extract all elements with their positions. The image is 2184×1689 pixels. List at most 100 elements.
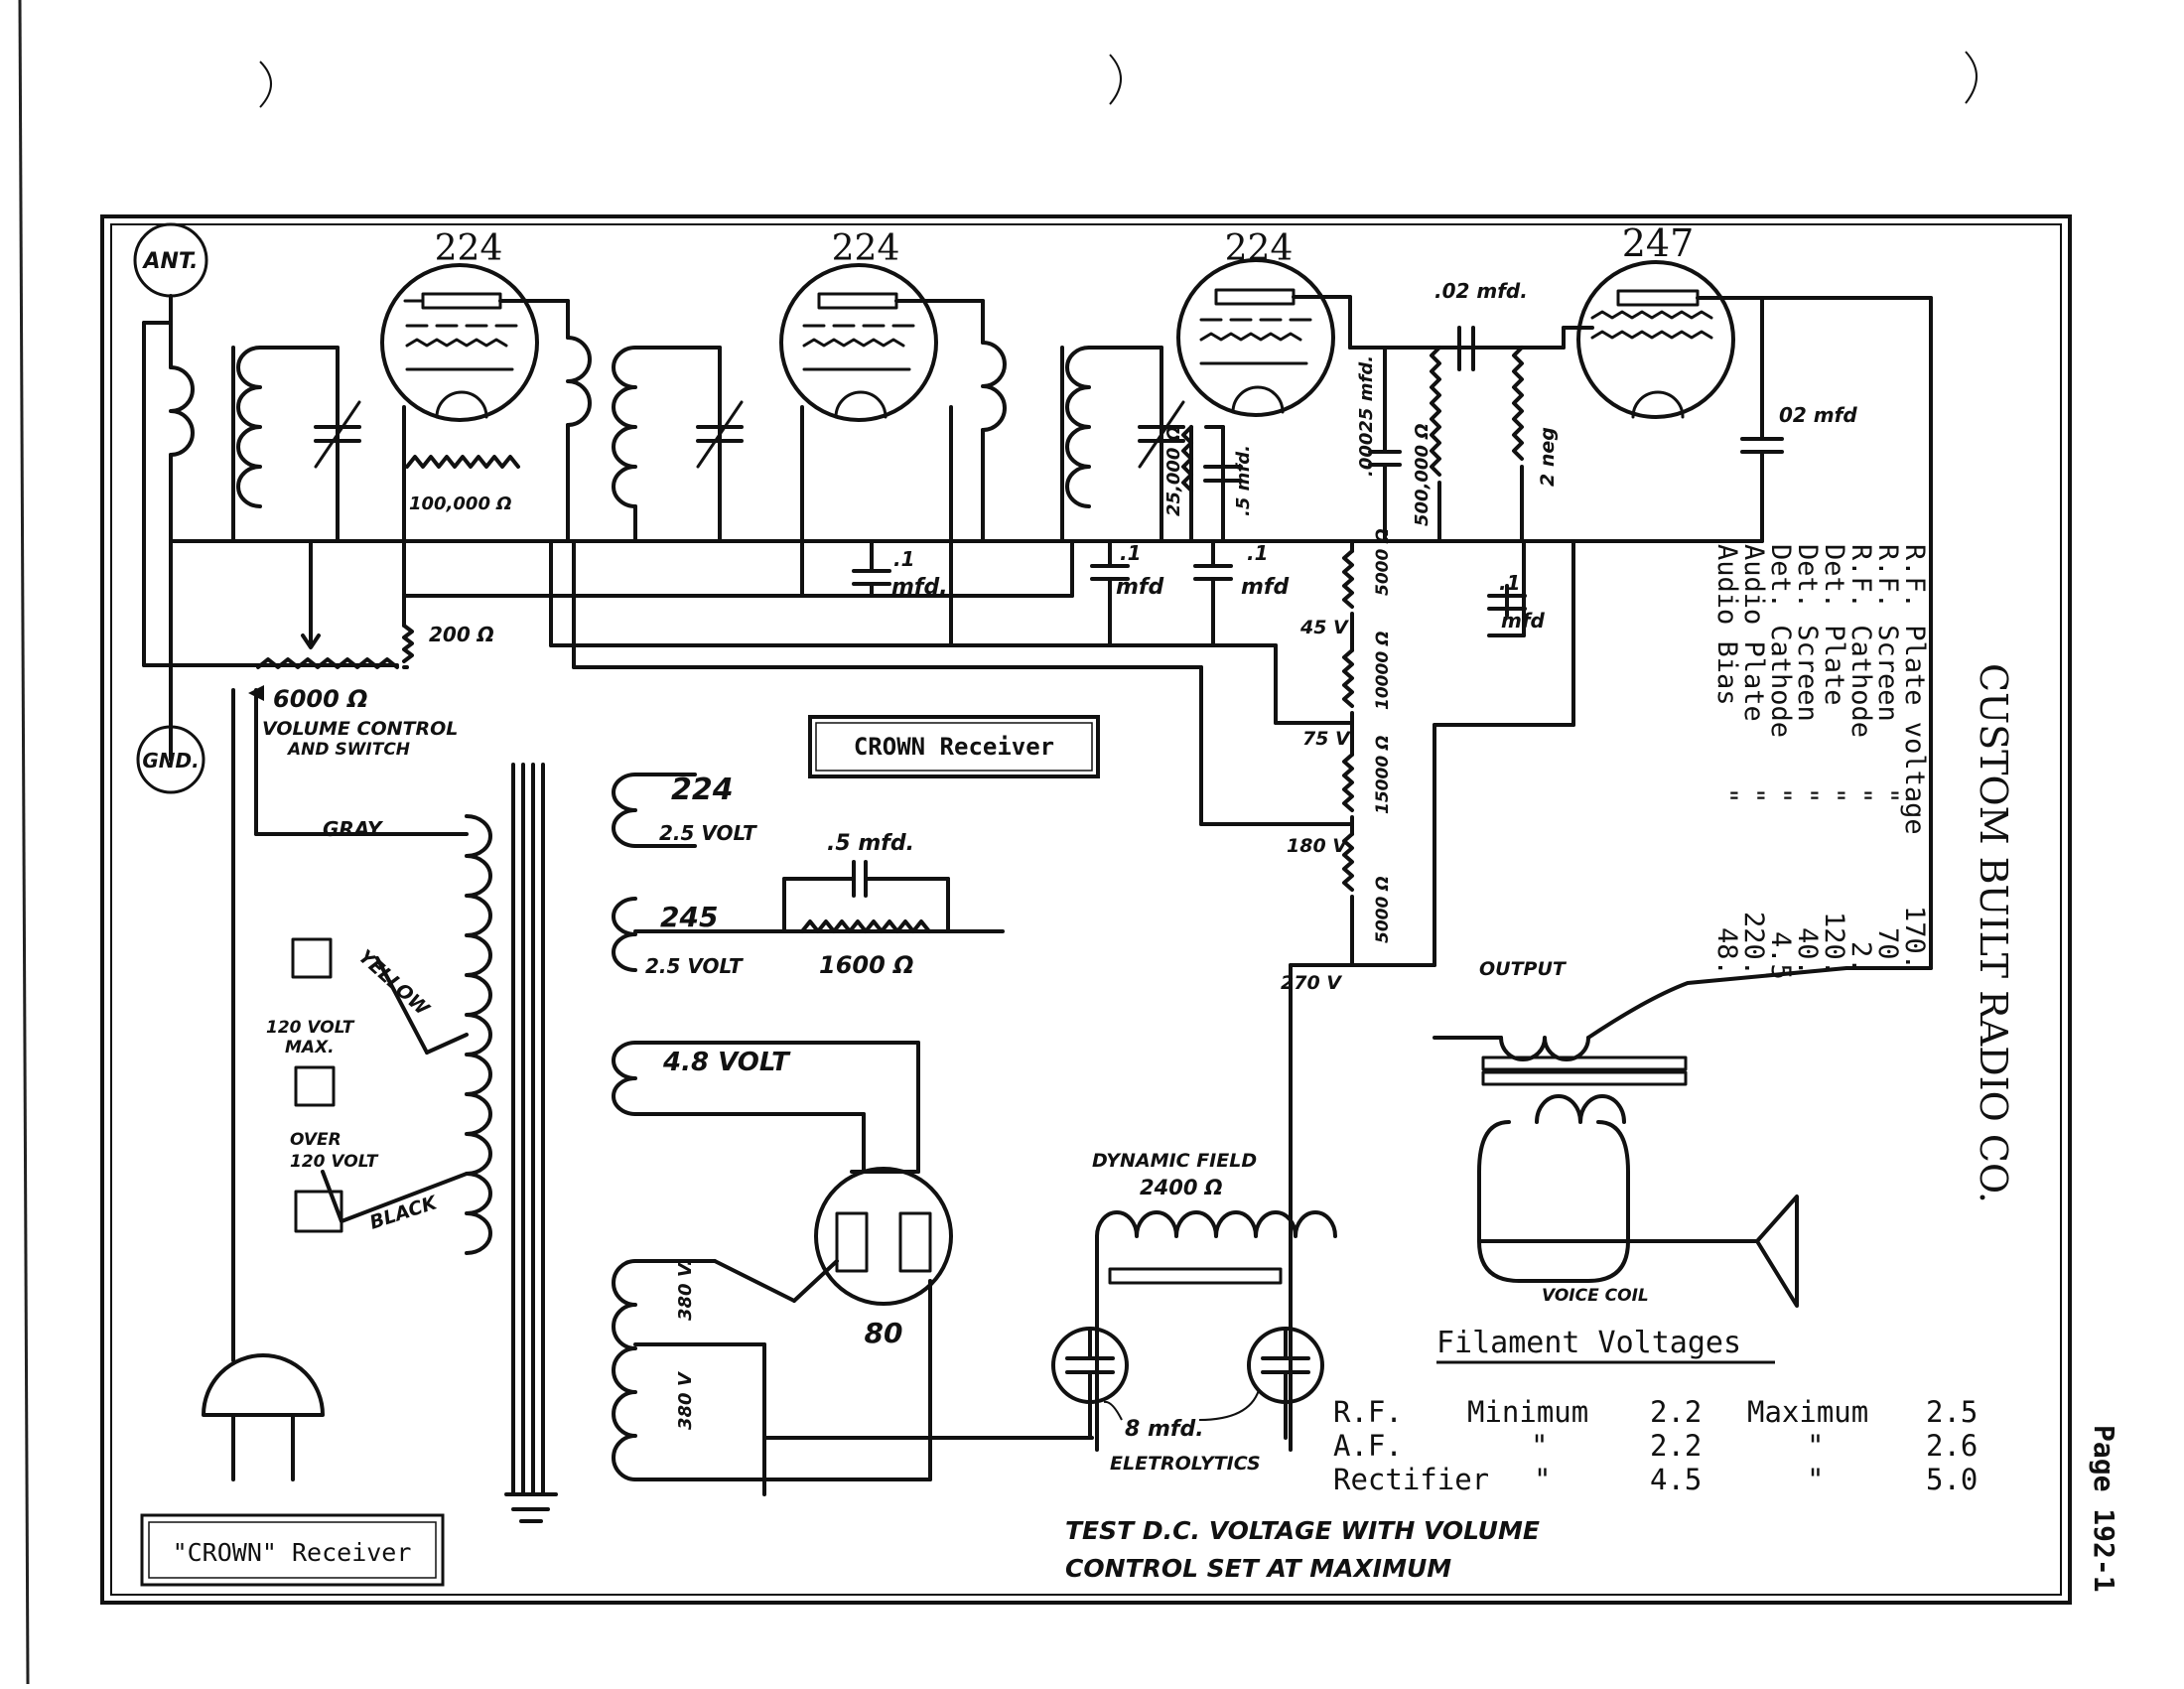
filament-row: Rectifier " 4.5 " 5.0 <box>1333 1463 1978 1496</box>
antenna-coil <box>169 365 195 457</box>
bypass-capacitor-3 <box>1193 539 1233 647</box>
svg-text:224: 224 <box>832 228 900 269</box>
svg-text:": " <box>1872 787 1903 803</box>
svg-text:Audio Bias: Audio Bias <box>1711 544 1742 706</box>
svg-text:120.: 120. <box>1819 912 1849 976</box>
rf-coil-2-primary <box>981 341 1007 432</box>
rf-coil-2 <box>612 346 722 543</box>
power-transformer-core <box>504 763 558 1523</box>
svg-text:6000 Ω: 6000 Ω <box>273 685 368 713</box>
diagram-frame <box>100 214 2072 1605</box>
svg-text:A.F.: A.F. <box>1333 1429 1403 1463</box>
wire-yellow-label: YELLOW <box>354 945 434 1021</box>
svg-text:AND SWITCH: AND SWITCH <box>286 740 410 760</box>
tube-247: 247 <box>1576 221 1735 419</box>
svg-text:.00025 mfd.: .00025 mfd. <box>1356 355 1377 477</box>
svg-text:Det. Screen: Det. Screen <box>1792 544 1823 722</box>
svg-text:Minimum: Minimum <box>1467 1395 1588 1429</box>
rf-coil-3 <box>1060 346 1163 543</box>
bypass-capacitor-1 <box>852 539 891 598</box>
svg-text:2400 Ω: 2400 Ω <box>1140 1176 1223 1199</box>
svg-text:224: 224 <box>1225 228 1294 269</box>
tube-224-3: 224 <box>1176 228 1335 417</box>
svg-text:Rectifier: Rectifier <box>1333 1463 1489 1496</box>
svg-text:mfd: mfd <box>1241 575 1289 600</box>
voltage-divider <box>1289 539 1436 967</box>
bypass-capacitor-2 <box>1090 539 1130 647</box>
svg-text:500,000 Ω: 500,000 Ω <box>1412 423 1433 526</box>
rf-coil-1 <box>231 346 340 543</box>
voltage-row: Audio Bias " 48. <box>1711 544 1742 976</box>
svg-text:224: 224 <box>435 228 503 269</box>
svg-text:.5 mfd.: .5 mfd. <box>1233 445 1254 516</box>
page-edge-line <box>18 0 30 1685</box>
bypass-capacitor-4 <box>1487 584 1527 637</box>
svg-text:R.F.: R.F. <box>1333 1395 1403 1429</box>
tube-224-1: 224 <box>380 228 539 422</box>
resistor-500000 <box>1430 346 1441 477</box>
svg-text:mfd: mfd <box>1501 609 1546 633</box>
svg-text:OUTPUT: OUTPUT <box>1479 958 1568 980</box>
voltage-row: R.F. Plate voltage 170. <box>1899 544 1930 970</box>
bottom-receiver-label: "CROWN" Receiver <box>140 1513 445 1587</box>
svg-text:"CROWN" Receiver: "CROWN" Receiver <box>173 1538 412 1567</box>
svg-text:Det. Plate: Det. Plate <box>1819 544 1849 706</box>
svg-text:5000 Ω: 5000 Ω <box>1373 876 1393 943</box>
svg-text:120 VOLT: 120 VOLT <box>290 1152 379 1172</box>
voltage-table: R.F. Plate voltage 170. R.F. Screen " 70… <box>1711 544 1930 980</box>
svg-text:180 V: 180 V <box>1287 835 1348 857</box>
svg-text:380 V: 380 V <box>675 1370 696 1430</box>
coupling-capacitor-02 <box>1348 326 1566 371</box>
svg-text:OVER: OVER <box>290 1130 341 1150</box>
voltage-row: Det. Screen " 40. <box>1792 544 1823 976</box>
rectifier-80 <box>814 1167 953 1306</box>
tap-terminal-yellow <box>291 937 333 979</box>
svg-text:": " <box>1738 787 1769 803</box>
power-plug <box>202 1001 325 1481</box>
svg-text:25,000 Ω: 25,000 Ω <box>1163 426 1184 516</box>
svg-text:224: 224 <box>671 773 734 807</box>
svg-text:.1: .1 <box>1120 541 1142 565</box>
tube-224-2: 224 <box>779 228 938 422</box>
primary-winding <box>254 814 492 1255</box>
volume-control-resistor <box>256 657 399 669</box>
svg-text:R.F. Cathode: R.F. Cathode <box>1845 544 1876 738</box>
svg-text:": " <box>1807 1429 1824 1463</box>
svg-text:270 V: 270 V <box>1281 972 1342 994</box>
svg-text:2.6: 2.6 <box>1926 1429 1978 1463</box>
filament-224-winding <box>612 773 697 848</box>
company-title: CUSTOM BUILT RADIO CO. <box>1972 663 2015 1203</box>
test-note-line2: CONTROL SET AT MAXIMUM <box>1065 1554 1451 1583</box>
tuning-capacitor-2 <box>696 346 744 543</box>
tuning-capacitor-3 <box>1138 346 1185 543</box>
svg-text:2.5 VOLT: 2.5 VOLT <box>659 821 757 845</box>
svg-text:R.F. Screen: R.F. Screen <box>1872 544 1903 722</box>
svg-text:4.5: 4.5 <box>1650 1463 1702 1496</box>
resistor-200 <box>402 624 414 663</box>
voltage-row: Det. Plate " 120. <box>1819 544 1849 976</box>
svg-text:VOICE COIL: VOICE COIL <box>1542 1286 1649 1306</box>
binder-hole-mark <box>259 61 272 108</box>
svg-text:220.: 220. <box>1738 912 1769 976</box>
svg-text:120 VOLT: 120 VOLT <box>266 1018 355 1038</box>
svg-text:mfd: mfd <box>1116 575 1163 600</box>
tap-terminal-black <box>294 1190 343 1233</box>
rf-coil-1-primary <box>566 336 592 427</box>
svg-text:75 V: 75 V <box>1302 728 1351 750</box>
electrolytic-capacitor-1 <box>1051 1327 1129 1440</box>
svg-text:2.5 VOLT: 2.5 VOLT <box>645 954 744 978</box>
binder-hole-mark <box>1965 51 1978 104</box>
page-number: Page 192-1 <box>2088 1425 2120 1593</box>
ground-symbol: GND. <box>136 725 205 794</box>
svg-text:Det. Cathode: Det. Cathode <box>1765 544 1796 738</box>
svg-text:": " <box>1765 787 1796 803</box>
svg-text:": " <box>1711 787 1742 803</box>
capacitor-02-output <box>1740 296 1784 543</box>
svg-text:2 neg: 2 neg <box>1537 427 1559 487</box>
svg-text:ANT.: ANT. <box>141 249 198 274</box>
svg-text:247: 247 <box>1622 221 1695 265</box>
svg-text:": " <box>1807 1463 1824 1496</box>
svg-text:": " <box>1819 787 1849 803</box>
